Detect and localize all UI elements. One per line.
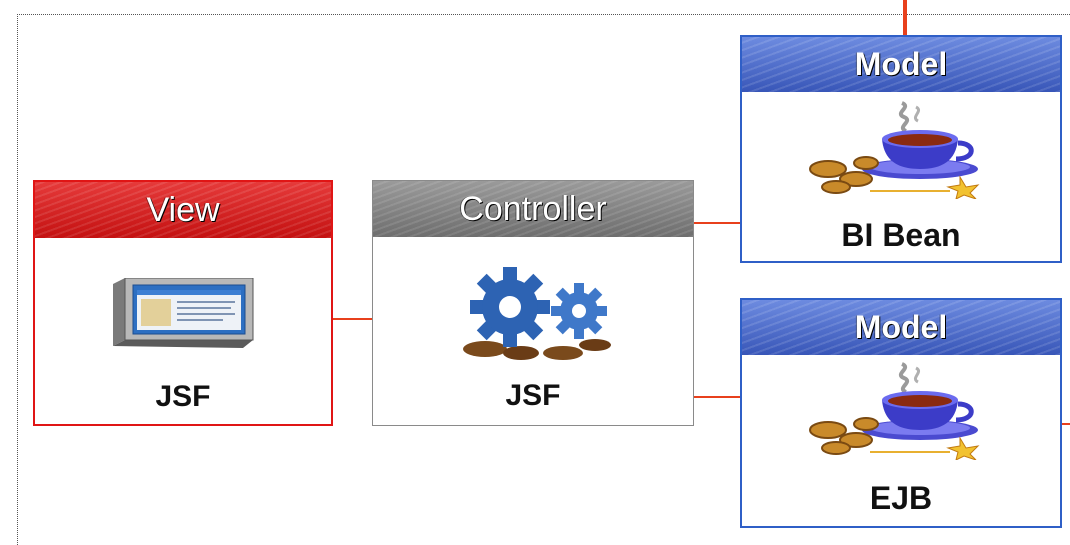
controller-label: JSF: [505, 379, 561, 412]
model-bi-bean-label: BI Bean: [841, 217, 961, 253]
model-ejb-header: Model: [742, 300, 1060, 355]
view-label: JSF: [155, 380, 211, 413]
model-ejb-label: EJB: [869, 480, 933, 516]
connector-controller-model-top: [694, 222, 740, 224]
connector-controller-model-bottom: [694, 396, 740, 398]
diagram-frame: [17, 14, 1070, 545]
controller-header: Controller: [373, 181, 693, 237]
gears-icon: [455, 265, 625, 361]
connector-top-incoming: [903, 0, 907, 37]
java-coffee-cup-icon: [800, 360, 990, 461]
model-bi-bean-box: Model BI Bean: [740, 35, 1062, 263]
java-coffee-cup-icon: [800, 99, 990, 200]
connector-view-controller: [333, 318, 373, 320]
model-ejb-box: Model EJB: [740, 298, 1062, 528]
view-box: View JSF: [33, 180, 333, 426]
browser-window-icon: [105, 277, 255, 350]
controller-box: Controller: [372, 180, 694, 426]
view-header: View: [35, 182, 331, 238]
model-bi-bean-header: Model: [742, 37, 1060, 92]
connector-right-outgoing: [1062, 423, 1070, 425]
